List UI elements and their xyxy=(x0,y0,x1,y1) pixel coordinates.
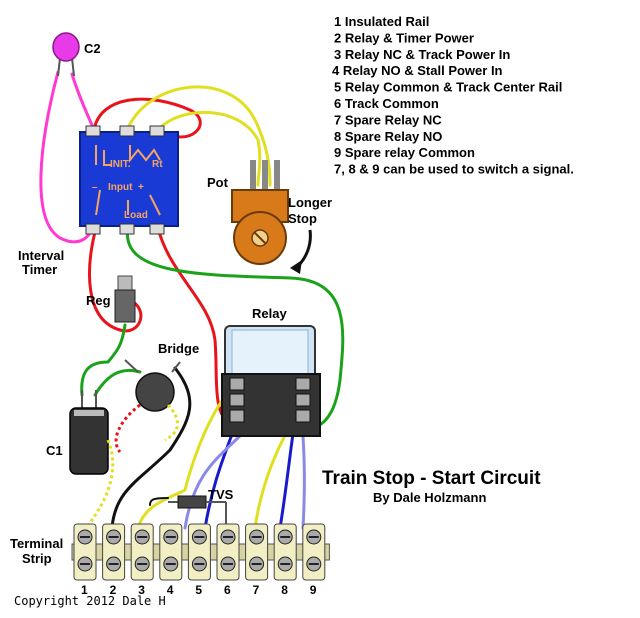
label-terminal: Terminal xyxy=(10,536,63,551)
terminal-number: 9 xyxy=(310,583,317,597)
terminal-number: 8 xyxy=(281,583,288,597)
label-tvs: TVS xyxy=(208,487,234,502)
rotate-arrow-icon xyxy=(296,229,312,268)
label-c1: C1 xyxy=(46,443,63,458)
label-bridge: Bridge xyxy=(158,341,199,356)
timer-input-label: Input xyxy=(108,182,133,193)
bridge-twisted-right xyxy=(164,403,179,442)
diagram-title: Train Stop - Start Circuit xyxy=(322,468,541,489)
terminal-number: 5 xyxy=(195,583,202,597)
c1-twisted-lead xyxy=(84,439,115,529)
wire-lightblue-relay-to-t9 xyxy=(300,420,306,530)
legend-line: 9 Spare relay Common xyxy=(334,145,475,160)
timer-terminal-bottom-3 xyxy=(149,223,165,235)
label-c2: C2 xyxy=(84,41,101,56)
timer-init-label: INIT. xyxy=(110,159,131,170)
timer-rt-label: Rt xyxy=(152,159,163,170)
terminal-number: 4 xyxy=(167,583,174,597)
interval-timer-board: INIT. Rt – Input + Load xyxy=(79,125,179,235)
legend-line: 4 Relay NO & Stall Power In xyxy=(332,63,503,78)
wire-green-c1-bridge xyxy=(93,368,142,397)
relay-pin-5 xyxy=(295,393,311,407)
terminal-number: 7 xyxy=(253,583,260,597)
relay-pin-1 xyxy=(229,377,245,391)
timer-terminal-top-2 xyxy=(119,125,135,137)
legend-line: 2 Relay & Timer Power xyxy=(334,30,474,45)
terminal-number: 6 xyxy=(224,583,231,597)
terminal-number: 1 xyxy=(81,583,88,597)
timer-minus-label: – xyxy=(92,182,98,193)
label-pot: Pot xyxy=(207,175,229,190)
potentiometer xyxy=(231,160,312,274)
wire-red-top-loop xyxy=(92,97,202,139)
timer-terminal-bottom-1 xyxy=(85,223,101,235)
wire-magenta-c2-left xyxy=(39,70,94,244)
terminal-strip: 1 2 3 4 5 6 7 8 9 xyxy=(71,523,330,597)
timer-traces xyxy=(95,145,161,216)
label-longer: Longer xyxy=(288,195,332,210)
wire-yellow-timer-to-pot-2 xyxy=(156,110,262,187)
relay-pin-6 xyxy=(295,409,311,423)
label-reg: Reg xyxy=(86,293,111,308)
bridge-twisted-left xyxy=(114,403,141,453)
regulator xyxy=(114,275,136,323)
legend-line: 3 Relay NC & Track Power In xyxy=(334,47,510,62)
legend-line: 1 Insulated Rail xyxy=(334,14,429,29)
legend-line: 7, 8 & 9 can be used to switch a signal. xyxy=(334,162,574,177)
timer-terminal-top-3 xyxy=(149,125,165,137)
legend-line: 5 Relay Common & Track Center Rail xyxy=(334,80,562,95)
wire-magenta-c2-right xyxy=(70,72,96,132)
legend-line: 6 Track Common xyxy=(334,96,439,111)
terminal-number: 2 xyxy=(110,583,117,597)
relay-pin-3 xyxy=(229,409,245,423)
diagram-byline: By Dale Holzmann xyxy=(373,490,486,505)
label-interval: Interval xyxy=(18,248,64,263)
wire-green-timer-to-relay xyxy=(126,226,345,432)
relay-pin-2 xyxy=(229,393,245,407)
wire-red-timer-to-reg xyxy=(88,226,143,333)
label-strip: Strip xyxy=(22,551,52,566)
wire-black-tvs-lead xyxy=(149,497,169,506)
relay-pin-4 xyxy=(295,377,311,391)
timer-terminal-bottom-2 xyxy=(119,223,135,235)
label-timer: Timer xyxy=(22,262,57,277)
wire-black-bridge-to-t2 xyxy=(110,366,192,530)
legend-line: 7 Spare Relay NC xyxy=(334,112,442,127)
timer-load-label: Load xyxy=(124,210,148,221)
timer-plus-label: + xyxy=(138,182,144,193)
label-relay: Relay xyxy=(252,306,287,321)
capacitor-c1 xyxy=(69,390,115,529)
bridge-rectifier xyxy=(114,359,181,453)
legend-line: 8 Spare Relay NO xyxy=(334,129,442,144)
wire-yellow-timer-to-pot xyxy=(126,85,272,187)
copyright-notice: Copyright 2012 Dale H xyxy=(14,594,166,608)
terminal-number: 3 xyxy=(138,583,145,597)
capacitor-c2 xyxy=(52,32,80,77)
wire-green-reg-to-bridge xyxy=(80,323,127,397)
timer-terminal-top-1 xyxy=(85,125,101,137)
relay xyxy=(221,325,321,437)
label-stop: Stop xyxy=(288,211,317,226)
wire-yellow-relay-to-t3 xyxy=(136,388,232,530)
